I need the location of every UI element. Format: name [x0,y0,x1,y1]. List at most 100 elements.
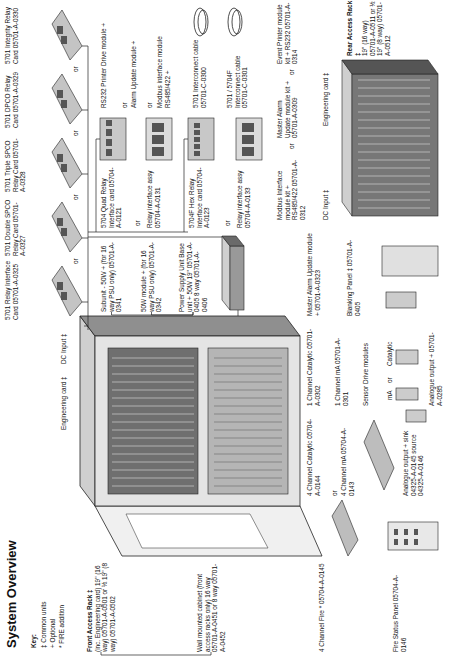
component-label: Front Access Rack ‡(inc. Engineering car… [86,560,116,652]
annotation-label: ‡ Common units [40,601,48,648]
cabinet-top [80,316,95,506]
component-label: 5701 Interconnect cable 05701-C-0300 [192,38,207,108]
lower-rack [208,348,288,494]
rack-slots [358,80,430,208]
component-label: Rear Access Rack ‡19" (16 way) 05701-A-0… [346,0,391,56]
annotation-label: or [72,66,80,72]
component-text: Relay interface assy 05704-A-0133 [236,164,251,228]
component-label: Event Printer module kit + RS232 05701-A… [276,2,299,64]
component-text: 5701 Double SPCO Relay Card 05701-A-0327 [4,196,27,256]
annotation-label: Catalytic [386,341,394,366]
component-text: Engineering card ‡ [60,370,68,430]
component-text: 5701 Triple SPCO Relay Card 05701-A-0328 [4,132,27,192]
relay-card [52,74,82,124]
rear-rack-front [352,74,438,216]
annotation-label: or [288,143,296,149]
component-text: 5701 Integrity Relay Card 05701-A-0330 [4,4,19,64]
annotation-label: mA [386,390,394,400]
connector-line [152,312,194,315]
alarm-update-module [386,292,416,308]
component-text: 5701 / 5704F Interconnect cable 05701-C-… [226,38,249,108]
annotation-label: or [72,258,80,264]
relay-interface-card [188,118,214,160]
component-text: 50W module + (for 16 way PSU only) 05701… [140,240,163,312]
component-text: 4 Channel mA 05704-A-0143 [340,418,355,496]
component-label: 5701 Relay Interface Card 05701-A-0325 [4,260,19,320]
component-label: 5701 Double SPCO Relay Card 05701-A-0327 [4,196,27,256]
component-text: Event Printer module kit + RS232 05701-A… [276,2,299,64]
component-label: 50W module + (for 16 way PSU only) 05701… [140,240,163,312]
interconnect-cable [198,10,208,34]
component-text: RS232 Printer Drive module + [100,4,108,108]
front-rack [108,348,198,494]
component-text: Engineering card ‡ [322,66,330,126]
annotation-label: or [134,220,142,226]
component-text: DC Input ‡ [322,180,330,220]
psu-top [222,236,230,310]
component-label: Master Alarm Update module + 05701-A-032… [306,230,321,316]
relay-card [52,202,82,252]
card-components [106,120,254,156]
rear-rack-side [342,60,438,74]
component-label: 5701 Integrity Relay Card 05701-A-0330 [4,4,19,64]
component-text: Relay interface assy 05704-A-0131 [146,164,161,228]
annotation-label: or [72,130,80,136]
component-label: 1 Channel mA 05701-A-0301 [334,328,349,406]
component-label: Subunit - 50W + (for 16 way PSU only) 05… [100,240,123,312]
component-label: DC Input ‡ [322,180,330,220]
component-label: Analogue output + 05701-A-0285 [428,328,443,406]
relay-card [52,10,82,60]
annotation-label: or [386,377,394,383]
annotation-label: Key: [30,634,38,648]
sensor-drive-module [396,350,418,364]
connector-line [101,652,211,655]
component-label: Power Supply Unit Base unit + 50W 19" 05… [178,240,208,312]
component-label: Sensor Drive modules [362,328,370,406]
cabinet-side [80,316,300,336]
component-text: 5704 Quad Relay Interface card 05704-A-0… [100,164,123,228]
component-text: 19" (16 way) 05701-A-0511 or ½ 19" (8 wa… [361,0,391,56]
component-label: Blanking Panel ‡ 05701-A-0405 [346,230,361,316]
component-text: Modbus interface module RS485/422 + [156,4,171,108]
component-label: Modbus interface module RS485/422 + [156,4,171,108]
component-text: (inc. Engineering card) 19" (16 way) 057… [94,560,117,652]
component-label: Fire Status Panel 05704-A-0146 [392,562,407,652]
component-label: Modbus Interface module kit + RS485/422 … [276,152,306,220]
component-text: Blanking Panel ‡ 05701-A-0405 [346,230,361,316]
relay-interface-card [100,118,126,160]
component-text: 4 Channel Fire * 05704-A-0145 [318,562,326,652]
component-label: Engineering card ‡ [60,370,68,430]
component-label: Master Alarm Update module kit + 05701-A… [276,78,299,138]
component-text: Wall mounted cabinet (front access racks… [196,560,226,652]
rack-slots [214,358,282,486]
component-text: 4 Channel Catalytic 05704-A-0144 [306,418,321,496]
component-label: 4 Channel Fire * 05704-A-0145 [318,562,326,652]
component-text: Power Supply Unit Base unit + 50W 19" 05… [178,240,208,312]
component-text: Rear Access Rack ‡ [346,0,361,56]
component-text: Master Alarm Update module + 05701-A-032… [306,230,321,316]
component-text: 5701 DPCO Relay Card 05701-A-0329 [4,68,19,128]
annotation-label: or [121,102,129,108]
component-label: RS232 Printer Drive module + [100,4,108,108]
component-text: Fire Status Panel 05704-A-0146 [392,562,407,652]
rear-rack-top [342,60,352,216]
relay-card [52,138,82,188]
annotation-label: or [146,102,154,108]
component-label: Alarm Update module + [130,4,138,108]
rack-slots [112,358,194,486]
component-label: Wall mounted cabinet (front access racks… [196,560,226,652]
component-label: Relay interface assy 05704-A-0131 [146,164,161,228]
component-text: 1 Channel mA 05701-A-0301 [334,328,349,406]
component-text: 5701 Interconnect cable 05701-C-0300 [192,38,207,108]
component-label: DC Input ‡ [60,324,68,364]
psu-side [222,236,244,246]
connector-line [112,312,194,315]
component-label: 4 Channel Catalytic 05704-A-0144 [306,418,321,496]
component-text: 5704F Hex Relay Interface card 05704-A-0… [188,164,211,228]
annotation-label: or [72,194,80,200]
component-text: Analogue output + sink 04325-A-0145 sour… [402,426,425,496]
sensor-drive-module [396,388,418,400]
cabinet-door [95,506,322,556]
component-label: Relay interface assy 05704-A-0133 [236,164,251,228]
